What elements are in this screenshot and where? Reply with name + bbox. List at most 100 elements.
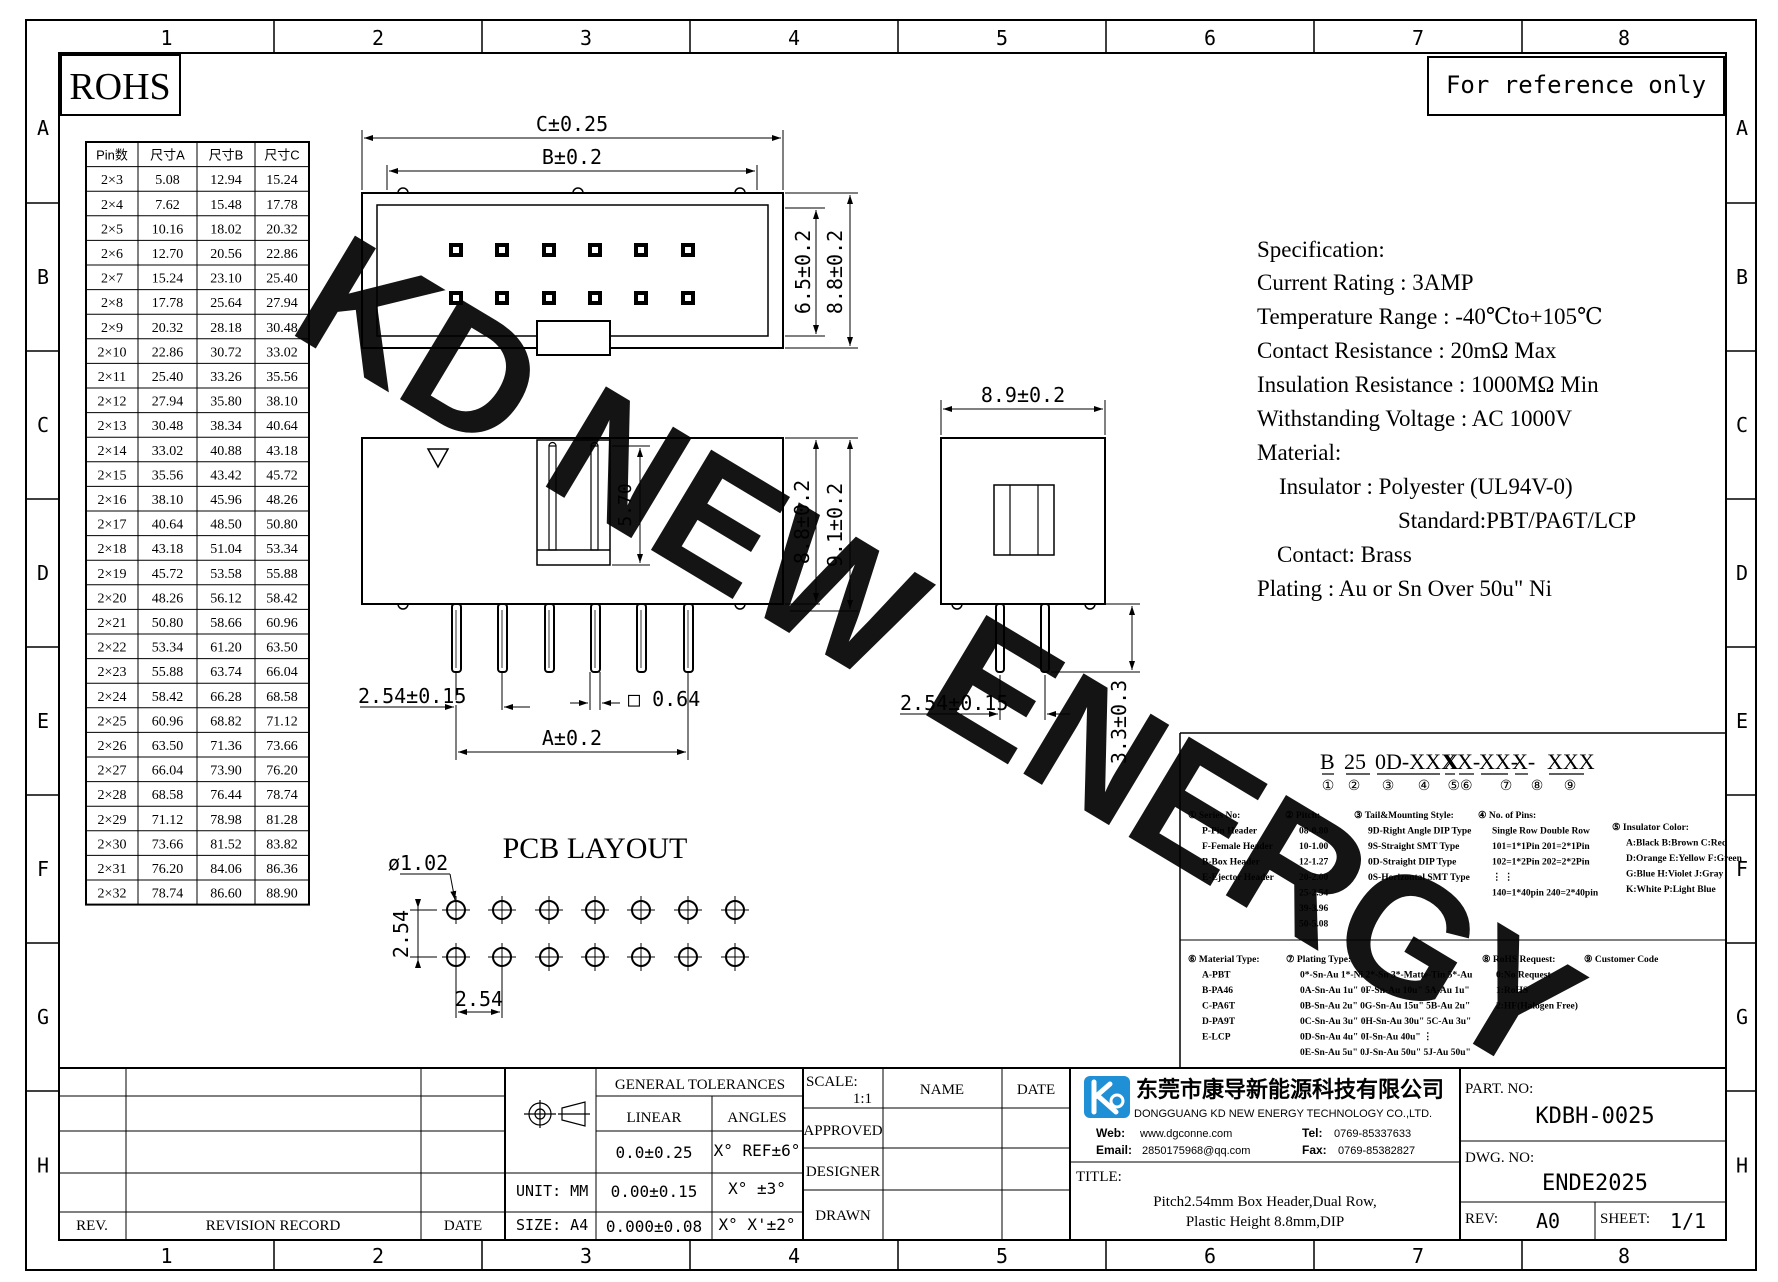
table-cell: 53.34 (152, 641, 184, 656)
table-cell: 76.20 (152, 862, 184, 877)
table-cell: 30.48 (152, 419, 184, 434)
legend-pitch-line: 50-5.08 (1299, 920, 1329, 930)
linear-tol-1: 0.0±0.25 (615, 1143, 692, 1162)
dim-3-3: 3.3±0.3 (1107, 680, 1131, 764)
table-cell: 23.10 (210, 272, 242, 287)
pin-lead (590, 603, 601, 673)
frame-zone-ticks (26, 20, 1756, 1270)
table-cell: 73.66 (152, 837, 184, 852)
rohs-label: ROHS (69, 66, 170, 108)
legend-pitch-line: 10-1.00 (1299, 842, 1329, 852)
part-code-segment: XXX (1547, 749, 1595, 774)
legend-pitch-line: 12-1.27 (1299, 858, 1329, 868)
frame-row-label: E (37, 709, 49, 733)
table-header-cell: 尺寸C (264, 148, 299, 163)
part-no-value: KDBH-0025 (1535, 1104, 1654, 1129)
legend-material-line: ⑥ Material Type: (1188, 954, 1259, 965)
tel-label: Tel: (1302, 1126, 1322, 1140)
table-cell: 2×20 (98, 591, 127, 606)
table-cell: 38.34 (210, 419, 242, 434)
table-cell: 2×21 (98, 616, 127, 631)
legend-series-line: F-Female Header (1202, 842, 1274, 852)
table-cell: 2×23 (98, 665, 127, 680)
designer-label: DESIGNER (806, 1164, 880, 1180)
table-cell: 78.98 (210, 813, 242, 828)
table-cell: 55.88 (152, 665, 184, 680)
table-cell: 30.72 (210, 345, 242, 360)
legend-tail-line: 9S-Straight SMT Type (1368, 842, 1459, 852)
frame-row-label: G (37, 1005, 49, 1029)
name-header: NAME (920, 1082, 964, 1098)
legend-material-line: D-PA9T (1202, 1017, 1236, 1027)
spec-standard: Standard:PBT/PA6T/LCP (1398, 508, 1636, 533)
fax-label: Fax: (1302, 1143, 1327, 1157)
table-cell: 2×3 (101, 173, 123, 188)
legend-plating-line: 0D-Sn-Au 4u" 0I-Sn-Au 40u" ⋮ (1300, 1032, 1433, 1043)
frame-column-label: 1 (160, 26, 172, 50)
legend-pitch-line: 08-0.80 (1299, 827, 1329, 837)
table-cell: 78.74 (266, 788, 298, 803)
dwg-no-label: DWG. NO: (1465, 1150, 1534, 1166)
rev-header: REV. (76, 1218, 108, 1234)
frame-row-label: F (37, 857, 49, 881)
dim-pitch-side: 2.54±0.15 (900, 691, 1008, 715)
scale-label: SCALE: (806, 1074, 858, 1090)
title-block (58, 1067, 1727, 1241)
pcb-col-pitch: 2.54 (455, 987, 503, 1011)
top-view-dimensions (361, 130, 858, 349)
legend-pitch-line: ② Pitch: (1285, 810, 1320, 821)
frame-row-label: C (1736, 413, 1748, 437)
table-cell: 76.44 (210, 788, 242, 803)
linear-tol-2: 0.00±0.15 (611, 1182, 698, 1201)
spec-temperature: Temperature Range : -40℃to+105℃ (1257, 304, 1603, 329)
legend-rohs-line: 1:RoHS (1496, 986, 1528, 996)
web-url: www.dgconne.com (1139, 1128, 1232, 1140)
dim-c: C±0.25 (536, 112, 608, 136)
table-cell: 45.72 (152, 567, 184, 582)
title-line-2: Plastic Height 8.8mm,DIP (1186, 1214, 1344, 1230)
table-cell: 81.28 (266, 813, 298, 828)
pin-square-center (638, 247, 644, 253)
table-cell: 2×9 (101, 321, 123, 336)
pcb-row-pitch: 2.54 (389, 910, 413, 958)
legend-pins-line: 102=1*2Pin 202=2*2Pin (1492, 858, 1590, 868)
table-cell: 27.94 (266, 296, 298, 311)
table-cell: 20.32 (152, 321, 184, 336)
pin-square-center (638, 295, 644, 301)
legend-tail-line: 0S-Horizontal SMT Type (1368, 873, 1470, 883)
pin-lead (544, 603, 555, 673)
spec-insulator: Insulator : Polyester (UL94V-0) (1279, 474, 1573, 499)
spec-contact-resistance: Contact Resistance : 20mΩ Max (1257, 338, 1557, 363)
frame-column-label: 2 (372, 1244, 384, 1268)
table-cell: 60.96 (266, 616, 298, 631)
web-label: Web: (1096, 1126, 1125, 1140)
general-tolerances-label: GENERAL TOLERANCES (615, 1077, 785, 1093)
table-cell: 43.42 (210, 468, 242, 483)
table-cell: 56.12 (210, 591, 242, 606)
table-cell: 33.02 (266, 345, 298, 360)
front-view-pins (451, 603, 694, 673)
frame-row-label: A (1736, 116, 1748, 140)
table-cell: 22.86 (152, 345, 184, 360)
pin-square-center (546, 247, 552, 253)
table-cell: 43.18 (266, 444, 298, 459)
table-cell: 40.88 (210, 444, 242, 459)
tel-number: 0769-85337633 (1334, 1128, 1411, 1140)
pcb-layout-dimensions (400, 873, 503, 1018)
table-cell: 2×32 (98, 887, 127, 902)
table-cell: 27.94 (152, 395, 184, 410)
unit-label: UNIT: MM (516, 1182, 588, 1200)
legend-plating-line: 0A-Sn-Au 1u" 0F-Sn-Au 10u" 5A-Au 1u" (1300, 986, 1470, 996)
table-cell: 86.60 (210, 887, 242, 902)
front-view (361, 437, 784, 610)
table-cell: 35.80 (210, 395, 242, 410)
pin-square-center (453, 247, 459, 253)
table-cell: 20.56 (210, 247, 242, 262)
table-cell: 71.12 (152, 813, 184, 828)
part-code-segment: B (1320, 749, 1335, 774)
dim-pitch-front: 2.54±0.15 (358, 684, 466, 708)
table-cell: 51.04 (210, 542, 242, 557)
